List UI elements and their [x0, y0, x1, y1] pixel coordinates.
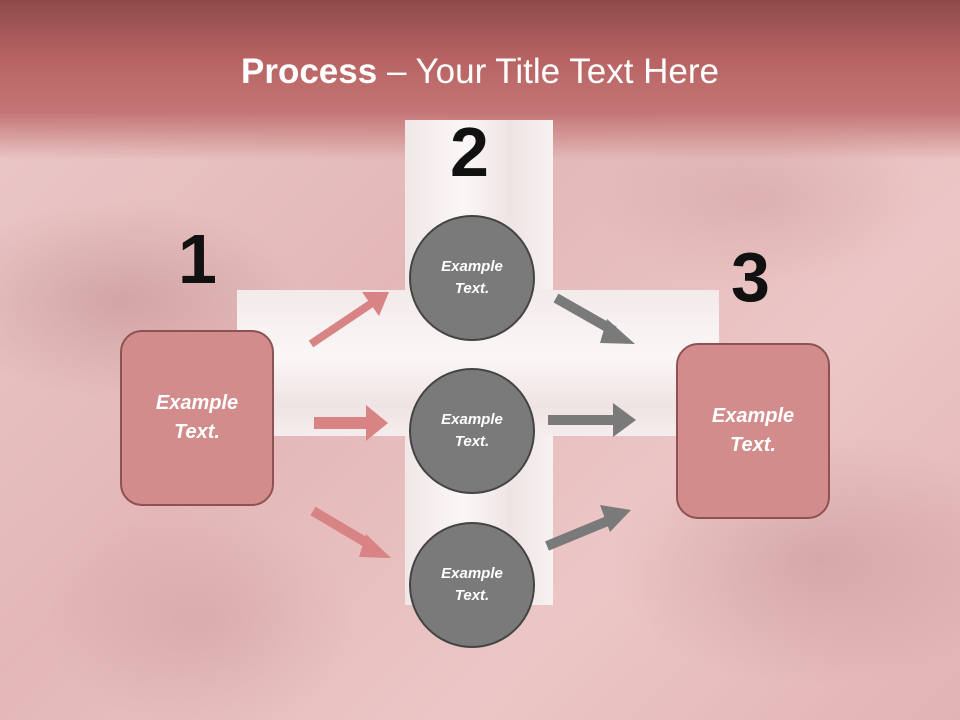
- arrow-1-to-bottom: [310, 506, 391, 558]
- title-rest: – Your Title Text Here: [377, 52, 719, 91]
- step-3-text: Example Text.: [711, 405, 795, 456]
- circle-text: Example Text.: [441, 257, 503, 298]
- step-1-box: Example Text.: [120, 330, 274, 506]
- arrow-top-to-3: [553, 293, 635, 344]
- arrow-bottom-to-3: [545, 505, 631, 551]
- step-number-1: 1: [178, 220, 217, 298]
- step-number-2: 2: [450, 113, 489, 191]
- step-number-3: 3: [731, 238, 770, 316]
- circle-text: Example Text.: [441, 564, 503, 605]
- arrow-1-to-middle: [314, 405, 388, 441]
- arrow-middle-to-3: [548, 403, 636, 437]
- step-3-box: Example Text.: [676, 343, 830, 519]
- step-2-circle-top: Example Text.: [409, 215, 535, 341]
- circle-text: Example Text.: [441, 410, 503, 451]
- title-bold: Process: [241, 52, 378, 91]
- arrow-1-to-top: [308, 292, 389, 348]
- step-1-text: Example Text.: [155, 392, 239, 443]
- slide-title: Process – Your Title Text Here: [0, 52, 960, 92]
- step-2-circle-middle: Example Text.: [409, 368, 535, 494]
- step-2-circle-bottom: Example Text.: [409, 522, 535, 648]
